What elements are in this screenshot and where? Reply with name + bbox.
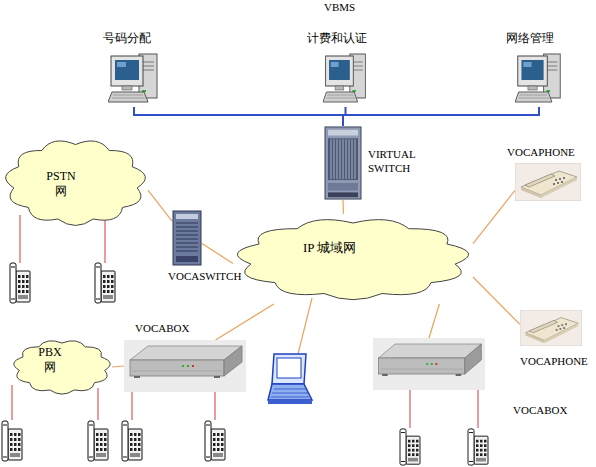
network-link — [473, 277, 520, 324]
system-label: VBMS — [324, 1, 355, 15]
device-image — [124, 340, 246, 392]
node-label: VOCABOX — [135, 322, 215, 336]
device-icon — [515, 50, 563, 107]
ip-phone-device: VOCAPHONE — [515, 163, 581, 201]
device-icon — [108, 50, 160, 107]
device-icon — [323, 126, 363, 200]
telephone-icon — [205, 421, 225, 461]
cloud-outline — [233, 214, 473, 304]
phone-wire — [11, 385, 12, 420]
device-icon — [373, 338, 485, 390]
server-computer: 计费和认证 — [323, 50, 368, 107]
node-label: VOCAPHONE — [520, 355, 596, 369]
network-link — [216, 304, 274, 340]
telephone-icon — [2, 421, 22, 461]
node-label: VOCASWITCH — [168, 270, 248, 284]
gateway-chassis: VOCASWITCH — [172, 210, 202, 266]
phone-wire — [104, 220, 105, 263]
laptop-icon — [268, 354, 312, 404]
device-icon — [520, 310, 582, 346]
laptop-link — [298, 298, 312, 354]
node-label: 计费和认证 — [292, 31, 382, 46]
connector-group — [112, 107, 539, 367]
telephone-icon — [88, 421, 108, 461]
device-icon — [515, 163, 581, 201]
telephone-icon — [400, 429, 420, 465]
switch-chassis: VIRTUAL SWITCH — [323, 126, 363, 200]
bus-line — [343, 107, 539, 126]
phone-wire — [97, 388, 98, 420]
node-label: VOCAPHONE — [507, 146, 592, 160]
node-label: 网络管理 — [490, 31, 570, 46]
voip-gateway-box: VOCABOX — [124, 340, 246, 392]
bus-line — [134, 107, 343, 126]
network-link — [473, 190, 515, 243]
node-label: IP 城域网 — [303, 240, 403, 256]
server-computer: 号码分配 — [108, 50, 160, 107]
cloud-shape — [14, 341, 110, 394]
network-cloud: PBX 网 — [12, 337, 112, 397]
cloud-shape — [237, 220, 468, 300]
device-image — [173, 211, 201, 265]
network-link — [342, 200, 344, 214]
phone-wire — [409, 385, 410, 428]
phone-wires — [12, 215, 478, 428]
device-icon — [172, 210, 202, 266]
network-cloud: IP 城域网 — [233, 214, 473, 304]
voip-gateway-box: VOCABOX — [373, 338, 485, 390]
device-icon — [124, 340, 246, 392]
device-image — [108, 54, 157, 102]
server-computer: 网络管理 — [515, 50, 563, 107]
node-label: PSTN 网 — [43, 169, 79, 199]
device-image — [515, 54, 560, 102]
device-image — [325, 127, 361, 199]
network-link — [202, 244, 233, 264]
node-label: PBX 网 — [35, 345, 65, 375]
device-image — [373, 338, 485, 390]
node-label: VIRTUAL SWITCH — [368, 148, 430, 176]
telephone-icon — [95, 263, 115, 303]
phone-wire — [19, 215, 20, 263]
device-image — [323, 54, 365, 102]
network-link — [112, 366, 124, 367]
node-label: 号码分配 — [87, 31, 167, 46]
telephone-icon — [468, 429, 488, 465]
device-icon — [323, 50, 368, 107]
phone-wire — [477, 385, 478, 428]
ip-phone-device: VOCAPHONE — [520, 310, 582, 346]
network-link — [429, 304, 439, 338]
cloud-shape — [6, 141, 146, 226]
network-cloud: PSTN 网 — [3, 135, 148, 230]
telephone-icon — [122, 421, 142, 461]
network-link — [148, 190, 172, 221]
device-image — [515, 163, 581, 201]
device-image — [520, 310, 582, 346]
telephone-icon — [10, 263, 30, 303]
node-label: VOCABOX — [513, 404, 585, 418]
cloud-outline — [12, 337, 112, 397]
